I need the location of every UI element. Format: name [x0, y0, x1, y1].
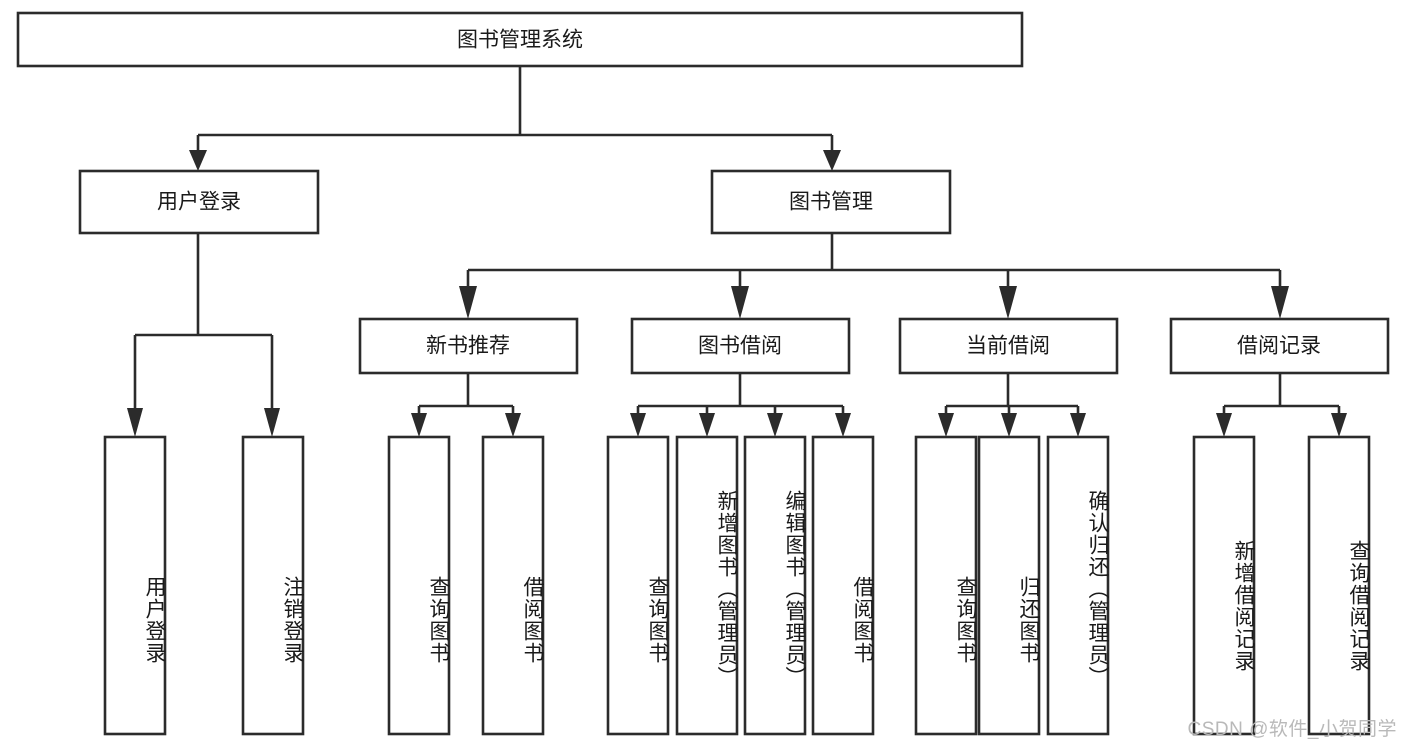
node-leaf-user-login-box[interactable] [103, 435, 167, 736]
node-new-book-recommend-label: 新书推荐 [426, 335, 510, 358]
node-leaf-query-book-1-box[interactable] [387, 435, 451, 736]
arrow-head-book-borrow [731, 286, 749, 319]
node-current-borrow-label: 当前借阅 [966, 335, 1050, 358]
leaf-box-layer [103, 435, 1371, 736]
arrow-head-leaf-add-record [1216, 413, 1232, 437]
node-leaf-confirm-return-box[interactable] [1046, 435, 1110, 736]
node-leaf-query-book-3-box[interactable] [914, 435, 978, 736]
node-user-login[interactable]: 用户登录 [78, 169, 320, 235]
node-leaf-add-book-box[interactable] [675, 435, 739, 736]
arrow-head-borrow-record [1271, 286, 1289, 319]
arrow-head-current-borrow [999, 286, 1017, 319]
node-leaf-query-record-box[interactable] [1307, 435, 1371, 736]
node-leaf-return-book-box[interactable] [977, 435, 1041, 736]
arrow-head-leaf-return-book [1001, 413, 1017, 437]
node-leaf-query-book-2-box[interactable] [606, 435, 670, 736]
node-new-book-recommend[interactable]: 新书推荐 [358, 317, 579, 375]
arrow-head-leaf-user-login [127, 408, 143, 437]
arrow-head-user-login [189, 150, 207, 171]
node-leaf-user-logout-box[interactable] [241, 435, 305, 736]
node-user-login-label: 用户登录 [157, 191, 241, 214]
arrow-head-new-book-recommend [459, 286, 477, 319]
node-book-manage-label: 图书管理 [789, 191, 873, 214]
csdn-watermark: CSDN @软件_小贺同学 [1187, 719, 1397, 740]
arrow-head-leaf-borrow-book-1 [505, 413, 521, 437]
node-user-login-box[interactable] [78, 169, 320, 235]
node-root-book-management-system[interactable]: 图书管理系统 [16, 11, 1024, 68]
node-leaf-borrow-book-1-box[interactable] [481, 435, 545, 736]
arrow-head-leaf-user-logout [264, 408, 280, 437]
arrow-head-leaf-edit-book [767, 413, 783, 437]
node-leaf-borrow-book-2-box[interactable] [811, 435, 875, 736]
node-new-book-recommend-box[interactable] [358, 317, 579, 375]
node-book-borrow-label: 图书借阅 [698, 335, 782, 358]
node-current-borrow-box[interactable] [898, 317, 1119, 375]
arrow-head-leaf-query-book-2 [630, 413, 646, 437]
node-borrow-record[interactable]: 借阅记录 [1169, 317, 1390, 375]
arrow-head-leaf-query-record [1331, 413, 1347, 437]
node-borrow-record-box[interactable] [1169, 317, 1390, 375]
arrow-head-leaf-query-book-3 [938, 413, 954, 437]
connector-layer [127, 66, 1347, 437]
node-book-borrow-box[interactable] [630, 317, 851, 375]
node-current-borrow[interactable]: 当前借阅 [898, 317, 1119, 375]
node-book-manage[interactable]: 图书管理 [710, 169, 952, 235]
node-root-box[interactable] [16, 11, 1024, 68]
node-leaf-add-record-box[interactable] [1192, 435, 1256, 736]
node-leaf-edit-book-box[interactable] [743, 435, 807, 736]
node-borrow-record-label: 借阅记录 [1237, 335, 1321, 358]
arrow-head-leaf-confirm-return [1070, 413, 1086, 437]
arrow-head-leaf-add-book [699, 413, 715, 437]
arrow-head-leaf-query-book-1 [411, 413, 427, 437]
node-root-label: 图书管理系统 [457, 29, 583, 52]
node-book-manage-box[interactable] [710, 169, 952, 235]
arrow-head-book-manage [823, 150, 841, 171]
node-book-borrow[interactable]: 图书借阅 [630, 317, 851, 375]
arrow-head-leaf-borrow-book-2 [835, 413, 851, 437]
